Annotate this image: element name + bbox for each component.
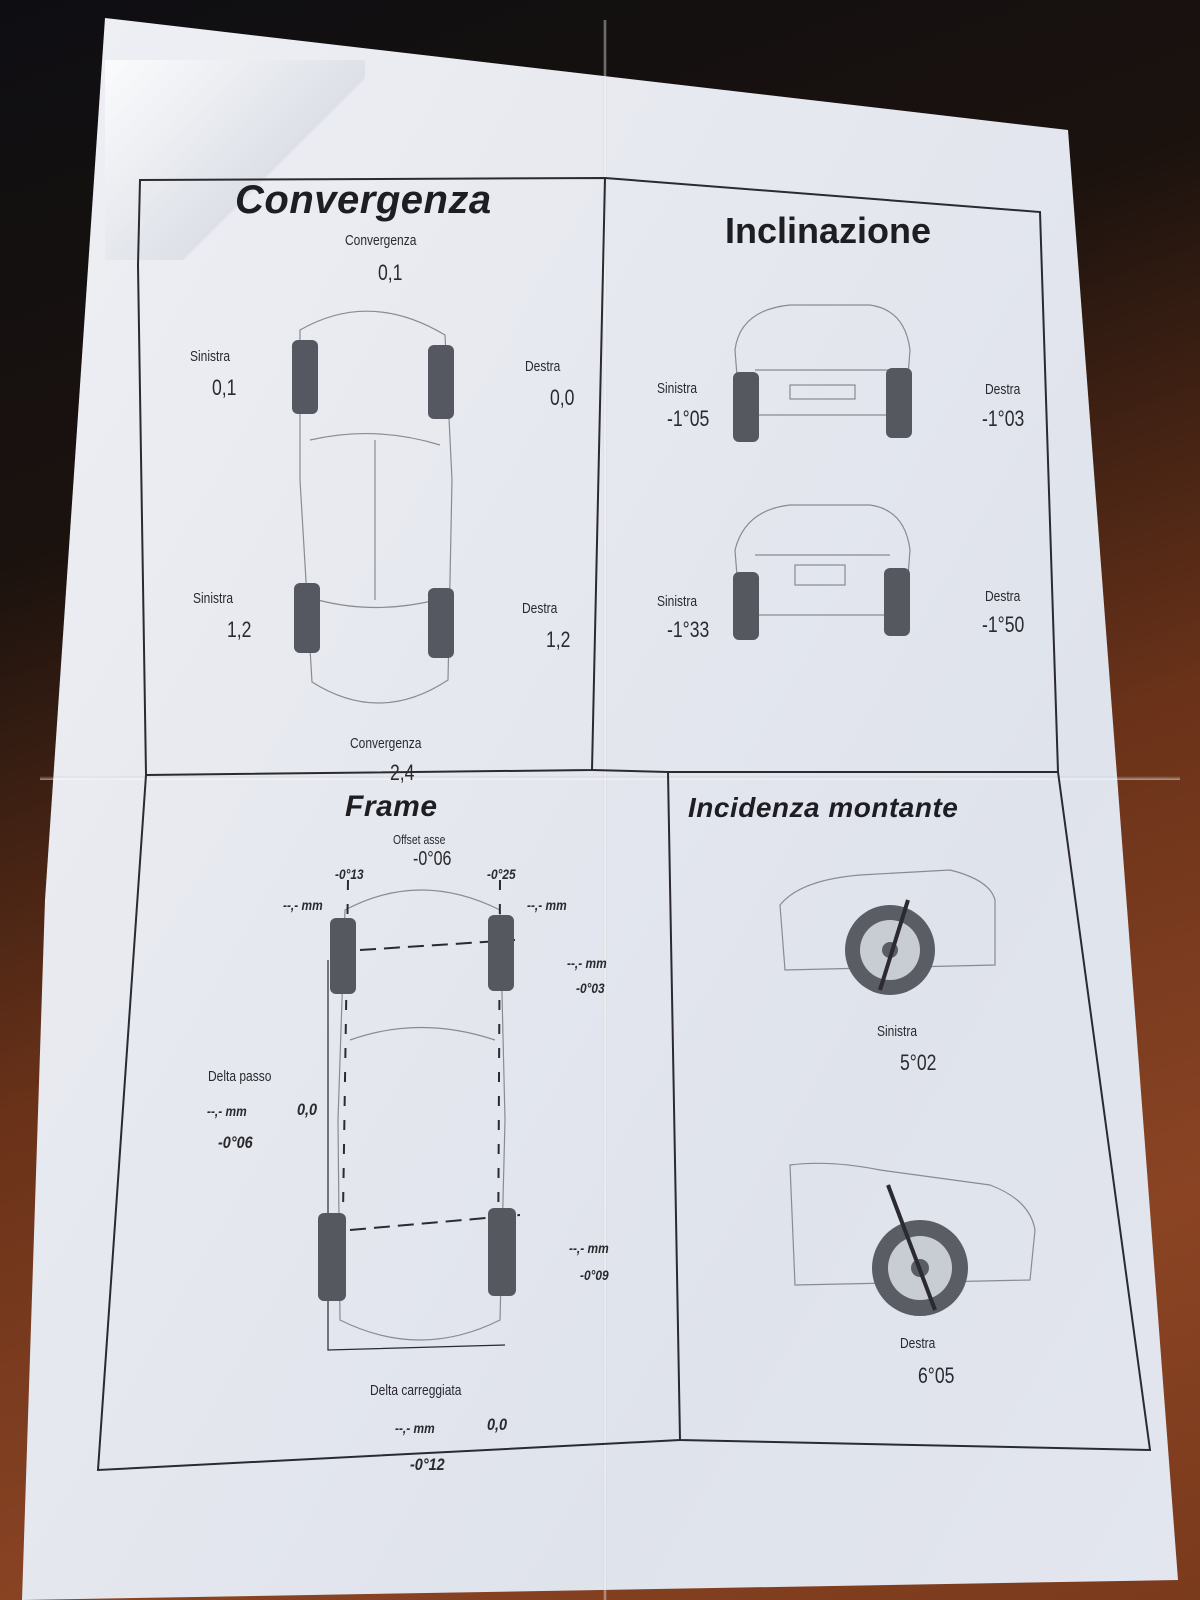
inclinazione-rear-car bbox=[734, 504, 911, 616]
frame-wheel-front-right bbox=[488, 915, 514, 991]
inclinazione-front-left-wheel bbox=[733, 372, 759, 442]
frame-front-right-angle: -0°25 bbox=[487, 866, 516, 882]
frame-delta-carreggiata-mm: --,- mm bbox=[395, 1420, 435, 1436]
convergenza-rear-right-label: Destra bbox=[522, 600, 558, 617]
frame-wheel-rear-left bbox=[318, 1213, 346, 1301]
convergenza-front-total-label: Convergenza bbox=[345, 232, 417, 249]
incidenza-right-car bbox=[789, 1162, 1036, 1286]
paper-glare bbox=[105, 60, 365, 260]
section-borders bbox=[96, 176, 1152, 1472]
frame-delta-carreggiata-angle: -0°12 bbox=[410, 1455, 445, 1474]
inclinazione-front-car bbox=[734, 304, 911, 416]
incidenza-left-car bbox=[779, 869, 996, 971]
frame-delta-passo-label: Delta passo bbox=[208, 1068, 272, 1085]
wheel-rear-left bbox=[294, 583, 320, 653]
inclinazione-rear-left-label: Sinistra bbox=[657, 593, 698, 610]
frame-wheels bbox=[318, 915, 516, 1301]
convergenza-wheels bbox=[292, 340, 454, 658]
inclinazione-rear-left-value: -1°33 bbox=[667, 617, 710, 642]
frame-front-side-angle: -0°03 bbox=[576, 980, 605, 996]
wheel-rear-right bbox=[428, 588, 454, 658]
frame-title: Frame bbox=[345, 790, 438, 823]
frame-car-topview bbox=[337, 889, 506, 1341]
frame-wheel-front-left bbox=[330, 918, 356, 994]
wheel-front-left bbox=[292, 340, 318, 414]
frame-delta-passo-angle: -0°06 bbox=[218, 1133, 253, 1152]
inclinazione-rear-right-label: Destra bbox=[985, 588, 1021, 605]
frame-rear-side-mm: --,- mm bbox=[569, 1240, 609, 1256]
convergenza-rear-left-value: 1,2 bbox=[227, 617, 252, 642]
convergenza-front-right-label: Destra bbox=[525, 358, 561, 375]
frame-offset-label: Offset asse bbox=[393, 832, 446, 847]
inclinazione-rear-left-wheel bbox=[733, 572, 759, 640]
frame-front-left-angle: -0°13 bbox=[335, 866, 364, 882]
convergenza-front-left-label: Sinistra bbox=[190, 348, 231, 365]
frame-delta-carreggiata-label: Delta carreggiata bbox=[370, 1382, 462, 1399]
frame-wheel-rear-right bbox=[488, 1208, 516, 1296]
frame-front-left-mm: --,- mm bbox=[283, 897, 323, 913]
frame-delta-carreggiata-value: 0,0 bbox=[487, 1415, 508, 1434]
convergenza-car-topview bbox=[299, 310, 453, 704]
vertical-fold bbox=[603, 20, 607, 1600]
frame-front-side-mm: --,- mm bbox=[567, 955, 607, 971]
frame-rear-side-angle: -0°09 bbox=[580, 1267, 609, 1283]
frame-front-right-mm: --,- mm bbox=[527, 897, 567, 913]
inclinazione-front-right-value: -1°03 bbox=[982, 406, 1025, 431]
incidenza-left-label: Sinistra bbox=[877, 1023, 918, 1040]
frame-offset-value: -0°06 bbox=[413, 848, 452, 870]
incidenza-right-label: Destra bbox=[900, 1335, 936, 1352]
incidenza-title: Incidenza montante bbox=[688, 792, 959, 823]
horizontal-fold bbox=[40, 776, 1180, 780]
inclinazione-title: Inclinazione bbox=[725, 210, 932, 251]
convergenza-rear-left-label: Sinistra bbox=[193, 590, 234, 607]
convergenza-front-left-value: 0,1 bbox=[212, 375, 237, 400]
convergenza-rear-right-value: 1,2 bbox=[546, 627, 571, 652]
convergenza-front-right-value: 0,0 bbox=[550, 385, 575, 410]
convergenza-rear-total-value: 2,4 bbox=[390, 760, 415, 785]
inclinazione-front-right-wheel bbox=[886, 368, 912, 438]
inclinazione-front-left-label: Sinistra bbox=[657, 380, 698, 397]
inclinazione-front-left-value: -1°05 bbox=[667, 406, 710, 431]
incidenza-right-wheel bbox=[872, 1184, 968, 1316]
frame-delta-passo-value: 0,0 bbox=[297, 1100, 318, 1119]
incidenza-left-wheel bbox=[845, 899, 935, 995]
convergenza-front-total-value: 0,1 bbox=[378, 260, 403, 285]
frame-delta-passo-mm: --,- mm bbox=[207, 1103, 247, 1119]
frame-guides bbox=[327, 879, 521, 1351]
convergenza-title: Convergenza bbox=[235, 178, 492, 222]
wheel-front-right bbox=[428, 345, 454, 419]
inclinazione-front-right-label: Destra bbox=[985, 381, 1021, 398]
inclinazione-rear-right-value: -1°50 bbox=[982, 612, 1025, 637]
incidenza-left-value: 5°02 bbox=[900, 1050, 937, 1075]
inclinazione-rear-right-wheel bbox=[884, 568, 910, 636]
convergenza-rear-total-label: Convergenza bbox=[350, 735, 422, 752]
incidenza-right-value: 6°05 bbox=[918, 1363, 955, 1388]
